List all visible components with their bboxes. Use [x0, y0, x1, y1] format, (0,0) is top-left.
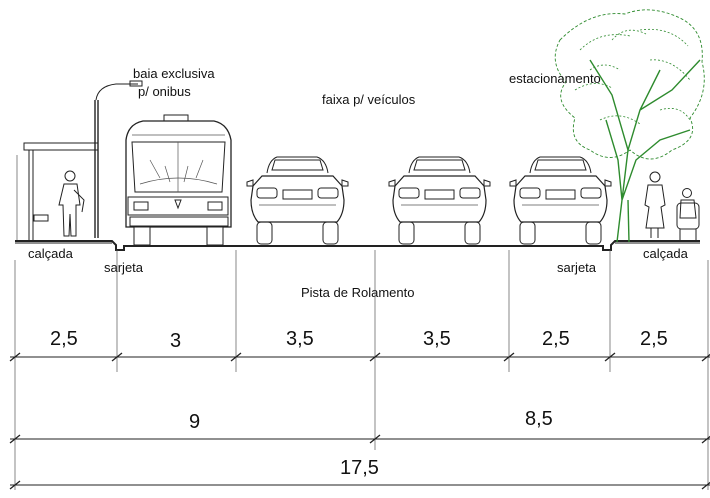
dimension-row-total [9, 480, 710, 490]
parking-label: estacionamento [509, 71, 601, 86]
extension-lines [14, 250, 709, 490]
segment-lane-1: 3,5 [286, 328, 314, 350]
bus-bay-label-line2: p/ onibus [138, 84, 191, 99]
segment-parking: 2,5 [542, 328, 570, 350]
bus-stop-shelter-icon [16, 142, 99, 240]
gutter-left-label: sarjeta [104, 260, 144, 275]
bus-bay-label-line1: baia exclusiva [133, 66, 215, 81]
gutter-right-label: sarjeta [557, 260, 597, 275]
tree-icon [554, 9, 705, 243]
dimension-row-segments [9, 352, 710, 362]
sidewalk-left-label: calçada [28, 246, 74, 261]
pedestrian-icon [644, 171, 666, 238]
sidewalk-right-label: calçada [643, 246, 689, 261]
car-front-icon [388, 156, 491, 245]
dimension-row-halves [9, 434, 710, 444]
car-front-icon [246, 156, 349, 245]
street-lamp-icon [94, 80, 143, 238]
vehicle-lane-label: faixa p/ veículos [322, 92, 416, 107]
roadway-label: Pista de Rolamento [301, 285, 414, 300]
total-width-dimension: 17,5 [340, 457, 379, 479]
half-right-dimension: 8,5 [525, 408, 553, 430]
segment-sidewalk-right: 2,5 [640, 328, 668, 350]
segment-sidewalk-left: 2,5 [50, 328, 78, 350]
segment-lane-2: 3,5 [423, 328, 451, 350]
ground-profile [15, 240, 700, 251]
pedestrian-icon [58, 170, 85, 237]
bus-front-icon [125, 114, 232, 246]
half-left-dimension: 9 [189, 411, 200, 433]
segment-bus-bay: 3 [170, 330, 181, 352]
wheelchair-user-icon [676, 188, 700, 240]
car-front-icon [509, 156, 612, 245]
